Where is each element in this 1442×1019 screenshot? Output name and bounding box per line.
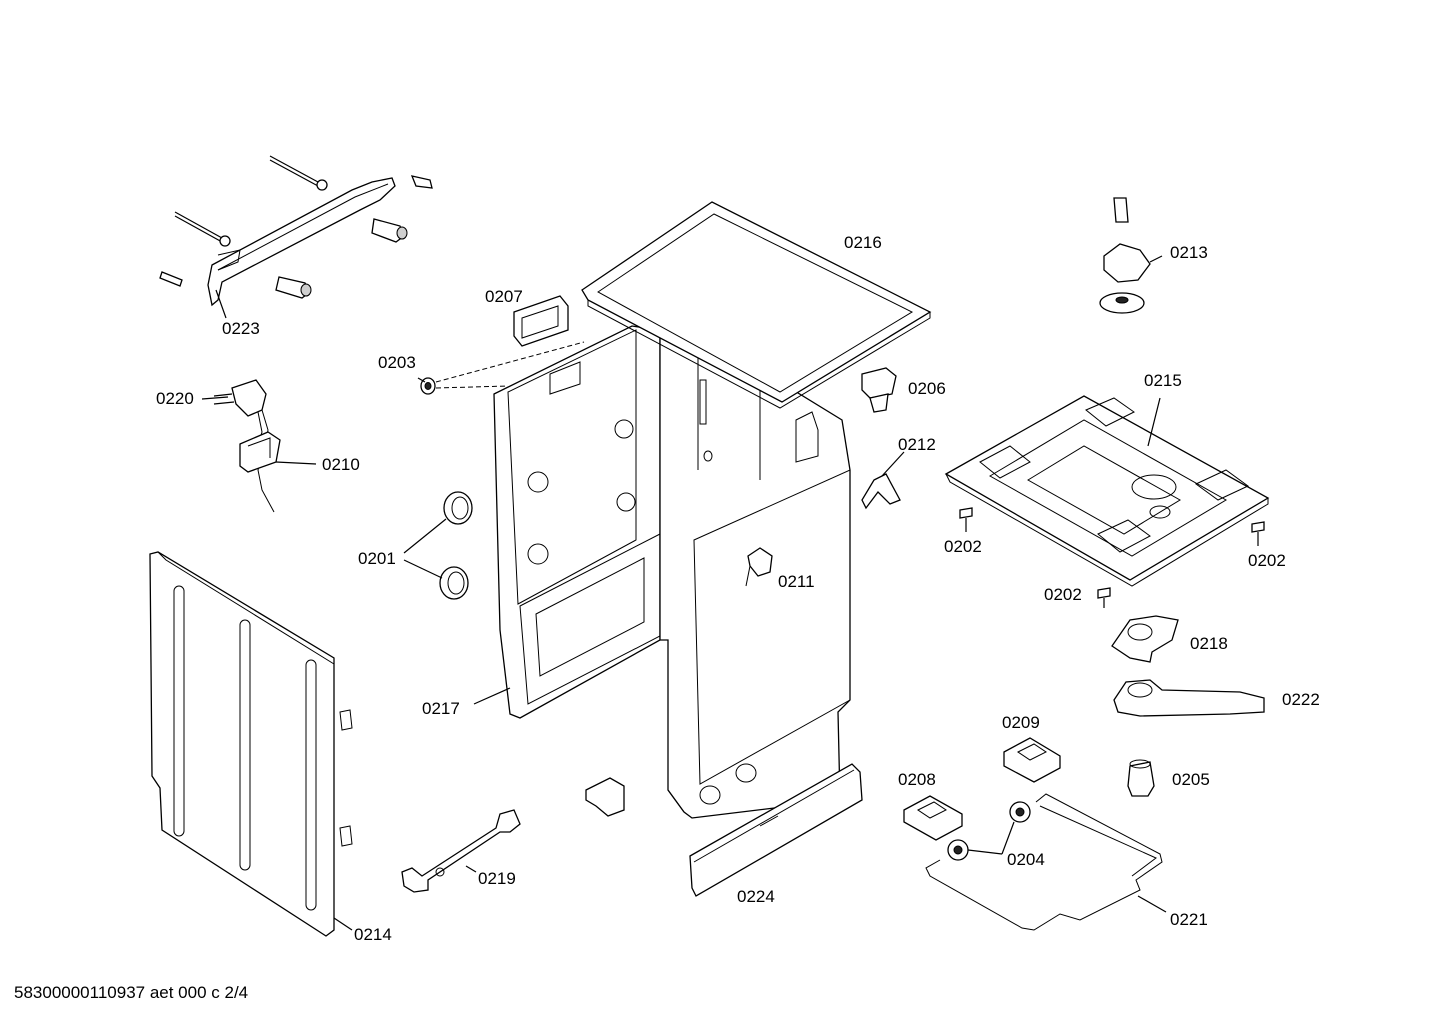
label-0223: 0223 xyxy=(222,319,260,338)
label-0214: 0214 xyxy=(354,925,392,944)
label-0212: 0212 xyxy=(898,435,936,454)
part-0208-relay xyxy=(903,795,963,841)
label-0202-left: 0202 xyxy=(944,537,982,556)
part-0221-wire-loop xyxy=(925,793,1167,931)
label-0215: 0215 xyxy=(1144,371,1182,390)
label-0209: 0209 xyxy=(1002,713,1040,732)
label-0210: 0210 xyxy=(322,455,360,474)
label-0204: 0204 xyxy=(1007,850,1045,869)
part-cabinet-side-panel xyxy=(659,329,851,819)
label-0221: 0221 xyxy=(1170,910,1208,929)
part-0204-caps xyxy=(947,801,1031,861)
label-0208: 0208 xyxy=(898,770,936,789)
label-0201: 0201 xyxy=(358,549,396,568)
part-0205-sensor xyxy=(1127,759,1155,797)
part-0202-screws xyxy=(959,507,1265,608)
part-0224-front-trim xyxy=(689,763,863,897)
part-0211-latch xyxy=(745,547,773,587)
label-0203: 0203 xyxy=(378,353,416,372)
part-0203-bushing xyxy=(417,341,585,395)
label-0222: 0222 xyxy=(1282,690,1320,709)
label-0220: 0220 xyxy=(156,389,194,408)
callout-labels: 0216 0213 0207 0223 0203 0215 0206 0220 … xyxy=(156,233,1320,944)
label-0217: 0217 xyxy=(422,699,460,718)
label-0213: 0213 xyxy=(1170,243,1208,262)
label-0216: 0216 xyxy=(844,233,882,252)
part-0206-foot xyxy=(861,367,897,413)
part-0210-cable-clamp xyxy=(239,431,317,473)
document-footer-code: 58300000110937 aet 000 c 2/4 xyxy=(14,983,248,1002)
part-0213-leveling-foot xyxy=(1099,197,1163,314)
part-0214-side-panel xyxy=(149,551,353,937)
label-0224: 0224 xyxy=(737,887,775,906)
label-0207: 0207 xyxy=(485,287,523,306)
part-0207-cover xyxy=(513,295,569,347)
label-0206: 0206 xyxy=(908,379,946,398)
label-0205: 0205 xyxy=(1172,770,1210,789)
label-0211: 0211 xyxy=(778,572,815,591)
part-0209-relay xyxy=(1003,737,1061,783)
part-0219-wrench xyxy=(401,809,521,893)
label-0202-bottom: 0202 xyxy=(1044,585,1082,604)
part-0216-top-cover xyxy=(581,201,932,409)
part-0201-grommets xyxy=(403,491,473,600)
part-0217-cabinet-frame xyxy=(473,325,661,719)
label-0202-right: 0202 xyxy=(1248,551,1286,570)
part-0218-valve-bracket xyxy=(1111,615,1179,663)
part-0215-base-plate xyxy=(944,395,1270,587)
label-0219: 0219 xyxy=(478,869,516,888)
part-0212-hook xyxy=(861,451,905,510)
part-0223-bracket xyxy=(159,155,433,319)
part-0222-arm xyxy=(1113,679,1265,717)
label-0218: 0218 xyxy=(1190,634,1228,653)
part-small-bracket xyxy=(585,777,625,817)
